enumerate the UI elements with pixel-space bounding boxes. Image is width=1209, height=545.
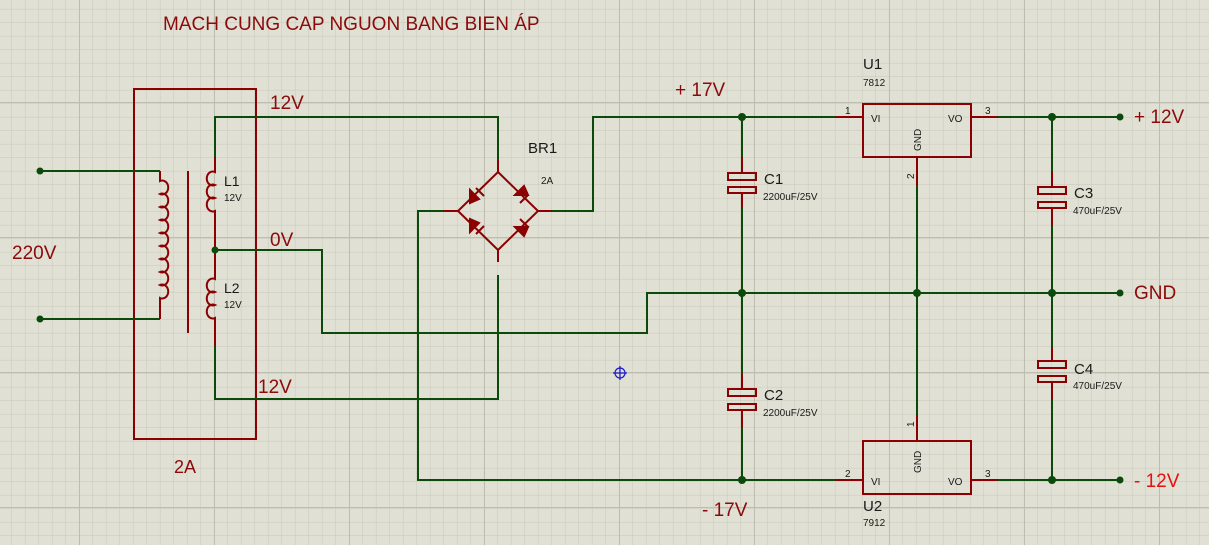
transformer-rating: 2A <box>174 457 196 477</box>
primary-winding <box>157 171 170 319</box>
junction-c2-bottom <box>738 476 746 484</box>
top-tap-label: 12V <box>270 93 304 114</box>
gnd-out-label: GND <box>1134 283 1176 304</box>
junction-c3-gnd <box>1048 289 1056 297</box>
terminal-pos-out[interactable] <box>1116 113 1124 121</box>
c3-value: 470uF/25V <box>1073 206 1122 217</box>
neg-unreg-label: - 17V <box>702 500 748 521</box>
c4-value: 470uF/25V <box>1073 381 1122 392</box>
schematic-title: MACH CUNG CAP NGUON BANG BIEN ÁP <box>163 14 540 35</box>
capacitor-c4[interactable]: C4 470uF/25V <box>1037 347 1122 400</box>
capacitor-c1[interactable]: C1 2200uF/25V <box>727 157 818 207</box>
u2-pin-out-num: 3 <box>985 469 991 480</box>
junction-c1-gnd <box>738 289 746 297</box>
bridge-rectifier[interactable]: BR1 2A <box>444 140 557 262</box>
junction-c4-bottom <box>1048 476 1056 484</box>
wire-12v-bottom <box>214 275 499 400</box>
u1-pin-vi: VI <box>871 114 880 125</box>
u2-pin-in-num: 2 <box>845 469 851 480</box>
wire-bridge-pos <box>552 116 840 212</box>
wire-0v <box>215 249 1120 334</box>
winding-l1-value: 12V <box>224 193 242 204</box>
capacitor-c3[interactable]: C3 470uF/25V <box>1037 171 1122 225</box>
c2-value: 2200uF/25V <box>763 408 818 419</box>
junction-u-gnd <box>913 289 921 297</box>
c2-ref: C2 <box>764 387 783 404</box>
c1-ref: C1 <box>764 171 783 188</box>
crosshair-cursor-icon <box>613 366 627 380</box>
u2-ref: U2 <box>863 498 882 515</box>
regulator-u1[interactable]: U1 7812 VI VO GND 1 3 2 <box>836 56 998 185</box>
transformer[interactable]: L1 12V L2 12V 2A <box>133 88 257 477</box>
u1-pin-vo: VO <box>948 114 963 125</box>
u1-pin-gnd-num: 2 <box>906 173 917 179</box>
u2-pin-vo: VO <box>948 477 963 488</box>
u2-pin-vi: VI <box>871 477 880 488</box>
junction-c1-top <box>738 113 746 121</box>
c1-value: 2200uF/25V <box>763 192 818 203</box>
neg-out-label: - 12V <box>1134 471 1180 492</box>
transformer-outline <box>133 88 257 440</box>
u1-pin-gnd: GND <box>913 129 924 151</box>
junction-c3-top <box>1048 113 1056 121</box>
u1-pin-out-num: 3 <box>985 106 991 117</box>
terminal-neg-out[interactable] <box>1116 476 1124 484</box>
pos-unreg-label: + 17V <box>675 80 726 101</box>
bottom-tap-label: 12V <box>258 377 292 398</box>
input-voltage-label: 220V <box>12 243 57 264</box>
capacitor-c2[interactable]: C2 2200uF/25V <box>727 374 818 427</box>
wire-12v-top <box>214 116 499 160</box>
u2-pin-gnd: GND <box>913 451 924 473</box>
pos-out-label: + 12V <box>1134 107 1185 128</box>
u2-body <box>862 440 972 495</box>
winding-l2-ref: L2 <box>224 280 240 296</box>
u1-pin-in-num: 1 <box>845 106 851 117</box>
winding-l2-value: 12V <box>224 300 242 311</box>
diode-icon <box>469 184 530 238</box>
u1-ref: U1 <box>863 56 882 73</box>
winding-l1-ref: L1 <box>224 173 240 189</box>
bridge-ref: BR1 <box>528 140 557 157</box>
regulator-u2[interactable]: U2 7912 VI VO GND 2 3 1 <box>836 415 998 529</box>
wire-bridge-neg <box>417 210 840 481</box>
u2-pin-gnd-num: 1 <box>906 421 917 427</box>
u2-part: 7912 <box>863 518 886 529</box>
junction-center-tap <box>211 246 219 254</box>
c3-ref: C3 <box>1074 185 1093 202</box>
c4-ref: C4 <box>1074 361 1093 378</box>
winding-l1 <box>205 157 218 250</box>
input-terminal-bottom[interactable] <box>36 315 44 323</box>
terminal-gnd-out[interactable] <box>1116 289 1124 297</box>
u1-part: 7812 <box>863 78 886 89</box>
bridge-value: 2A <box>541 176 554 187</box>
input-terminal-top[interactable] <box>36 167 44 175</box>
u1-body <box>862 103 972 158</box>
center-tap-label: 0V <box>270 230 294 251</box>
winding-l2 <box>205 250 218 346</box>
